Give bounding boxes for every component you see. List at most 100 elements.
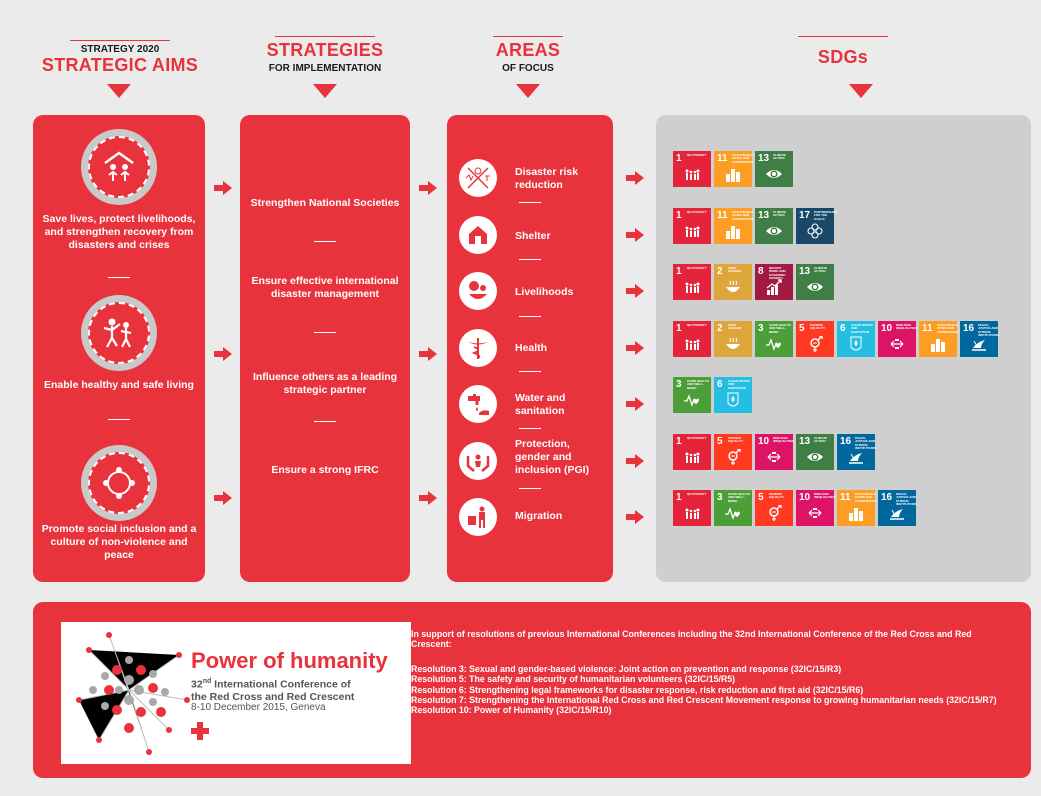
- sdg-title: DECENT WORK AND ECONOMIC GROWTH: [769, 266, 786, 281]
- sdg-number: 11: [840, 492, 851, 503]
- sdg-number: 8: [758, 266, 764, 277]
- bowl-icon: [725, 336, 741, 352]
- city-icon: [725, 166, 741, 182]
- sdg-number: 6: [717, 379, 723, 390]
- aim-3-icon: [81, 445, 157, 521]
- areas-header-title: AREAS: [495, 40, 561, 60]
- divider: [493, 36, 563, 37]
- area-4-label: Health: [515, 342, 548, 354]
- sdg-tile-5: 5 GENDER EQUALITY: [796, 321, 834, 357]
- sdg-number: 13: [799, 436, 811, 447]
- right-arrow-icon: [626, 171, 644, 185]
- strategy-2-label: Ensure effective international disaster …: [251, 275, 399, 300]
- sdg-title: NO POVERTY: [687, 323, 707, 327]
- sdg-number: 5: [717, 436, 723, 447]
- sdg-title: CLIMATE ACTION: [773, 153, 787, 161]
- divider: [798, 36, 888, 37]
- logo-dates: 8-10 December 2015, Geneva: [191, 702, 326, 713]
- sdg-number: 5: [799, 323, 805, 334]
- sdg-number: 1: [676, 210, 682, 221]
- family-icon: [684, 449, 700, 465]
- resolution-item: Resolution 6: Strengthening legal framew…: [411, 684, 864, 695]
- sdg-number: 13: [758, 153, 770, 164]
- dots-network-icon: [76, 632, 190, 755]
- sdg-title: SUSTAINABLE CITIES AND COMMUNITIES: [732, 153, 754, 164]
- sdg-title: PEACE, JUSTICE AND STRONG INSTITUTIONS: [978, 323, 999, 338]
- sdg-title: REDUCED INEQUALITIES: [896, 323, 918, 331]
- sdg-title: REDUCED INEQUALITIES: [773, 436, 795, 444]
- power-of-humanity-logo: Power of humanity 32nd International Con…: [61, 622, 411, 764]
- area-5-label: Water and sanitation: [515, 392, 566, 417]
- eye-globe-icon: [766, 166, 782, 182]
- right-arrow-icon: [626, 454, 644, 468]
- sdg-number: 11: [717, 153, 728, 164]
- aims-header: STRATEGY 2020 STRATEGIC AIMS: [35, 40, 205, 76]
- city-icon: [930, 336, 946, 352]
- strategy-4-label: Ensure a strong IFRC: [271, 464, 379, 476]
- sdg-number: 10: [799, 492, 811, 503]
- divider: [519, 316, 541, 317]
- right-arrow-icon: [214, 347, 232, 361]
- city-icon: [725, 223, 741, 239]
- divider: [70, 40, 170, 41]
- sdg-number: 1: [676, 323, 682, 334]
- sdg-title: GENDER EQUALITY: [810, 323, 826, 331]
- equality-icon: [766, 449, 782, 465]
- sdg-tile-11: 11 SUSTAINABLE CITIES AND COMMUNITIES: [714, 151, 754, 187]
- sdg-number: 3: [758, 323, 764, 334]
- resolution-item: Resolution 10: Power of Humanity (32IC/1…: [411, 705, 612, 716]
- right-arrow-icon: [419, 347, 437, 361]
- resolutions-panel: Power of humanity 32nd International Con…: [33, 602, 1031, 778]
- sdg-tile-6: 6 CLEAN WATER AND SANITATION: [714, 377, 752, 413]
- sdg-title: GENDER EQUALITY: [769, 492, 785, 500]
- equality-icon: [889, 336, 905, 352]
- family-icon: [684, 336, 700, 352]
- divider: [314, 241, 336, 242]
- sdg-title: CLIMATE ACTION: [773, 210, 787, 218]
- divider: [275, 36, 375, 37]
- sdg-title: NO POVERTY: [687, 436, 707, 440]
- sdg-title: SUSTAINABLE CITIES AND COMMUNITIES: [855, 492, 877, 503]
- house-icon: [459, 216, 497, 254]
- aim-3-label: Promote social inclusion and a culture o…: [41, 523, 197, 561]
- livelihoods-icon: [459, 272, 497, 310]
- sdg-title: ZERO HUNGER: [728, 323, 742, 331]
- sdg-title: CLEAN WATER AND SANITATION: [728, 379, 750, 390]
- logo-title: Power of humanity: [191, 648, 388, 673]
- strategy-1-label: Strengthen National Societies: [250, 197, 400, 209]
- areas-header: AREAS OF FOCUS: [445, 36, 611, 74]
- water-drop-icon: [848, 336, 864, 352]
- right-arrow-icon: [626, 284, 644, 298]
- divider: [519, 202, 541, 203]
- resolution-item: Resolution 7: Strengthening the Internat…: [411, 694, 997, 705]
- sdg-title: NO POVERTY: [687, 153, 707, 157]
- disaster-risk-icon: [459, 159, 497, 197]
- area-7-label: Migration: [515, 510, 563, 522]
- sdg-number: 1: [676, 266, 682, 277]
- sdg-title: PEACE, JUSTICE AND STRONG INSTITUTIONS: [855, 436, 876, 451]
- sdg-title: NO POVERTY: [687, 210, 707, 214]
- right-arrow-icon: [419, 491, 437, 505]
- eye-globe-icon: [766, 223, 782, 239]
- areas-panel: Disaster risk reduction Shelter Liveliho…: [447, 115, 613, 582]
